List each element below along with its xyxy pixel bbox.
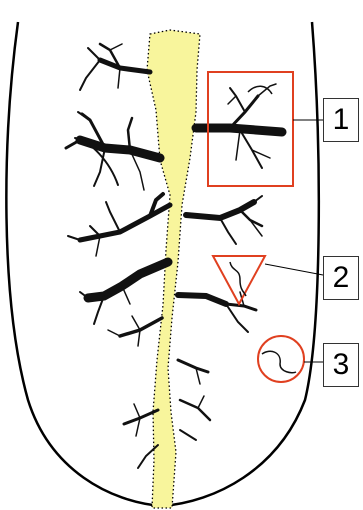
- leader-line-2: [265, 264, 323, 275]
- branch-right-4: [178, 360, 210, 440]
- branch-left-1: [80, 44, 150, 90]
- branch-right-2: [186, 196, 262, 244]
- callout-label-2: 2: [333, 261, 350, 295]
- branch-left-5: [108, 316, 162, 346]
- callout-box-3: 3: [323, 343, 359, 387]
- marker-triangle: [213, 256, 265, 304]
- marker-circle: [258, 336, 304, 382]
- callout-box-2: 2: [323, 256, 359, 300]
- branch-left-2: [66, 112, 160, 190]
- callout-label-1: 1: [333, 103, 350, 137]
- branch-left-3: [68, 194, 170, 256]
- branch-right-3: [178, 292, 256, 332]
- branch-left-6: [124, 404, 158, 468]
- callout-label-3: 3: [333, 348, 350, 382]
- callout-box-1: 1: [323, 98, 359, 142]
- branch-left-4: [80, 262, 168, 324]
- root-hair-3: [262, 351, 296, 372]
